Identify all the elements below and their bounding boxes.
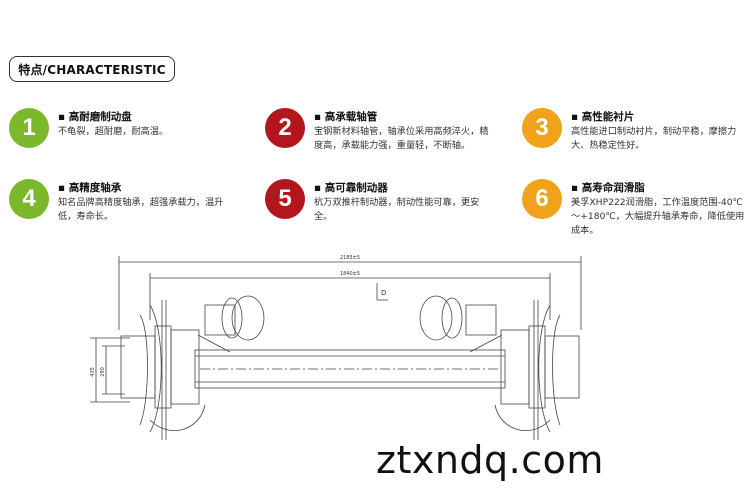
- feature-item-6: 6 ▪ 高寿命润滑脂 美孚XHP222润滑脂，工作温度范围-40℃～+180℃，…: [522, 179, 750, 239]
- feature-number-badge: 5: [265, 179, 305, 219]
- feature-number-badge: 4: [9, 179, 49, 219]
- dimension-inner-label: 1840±5: [340, 271, 360, 277]
- dimension-overall-label: 2185±5: [340, 255, 360, 261]
- feature-description: 高性能进口制动衬片，制动平稳，摩擦力大、热稳定性好。: [571, 126, 737, 151]
- feature-item-1: 1 ▪ 高耐磨制动盘 不龟裂，超耐磨，耐高温。: [9, 108, 241, 168]
- feature-title: ▪ 高寿命润滑脂: [571, 182, 645, 194]
- feature-title: ▪ 高性能衬片: [571, 111, 635, 123]
- right-brake-chamber: [419, 295, 453, 341]
- section-marker-label: D: [381, 289, 386, 297]
- feature-number-badge: 3: [522, 108, 562, 148]
- feature-description: 不龟裂，超耐磨，耐高温。: [58, 126, 169, 137]
- left-hub: [120, 335, 156, 399]
- feature-item-5: 5 ▪ 高可靠制动器 杭万双推杆制动器，制动性能可靠，更安全。: [265, 179, 497, 239]
- feature-title-text: 高性能衬片: [581, 111, 635, 123]
- characteristic-tag: 特点/CHARACTERISTIC: [9, 56, 175, 82]
- feature-description: 宝钢新材料轴管，轴承位采用高频淬火，精度高，承载能力强，重量轻，不断轴。: [314, 126, 489, 151]
- feature-item-3: 3 ▪ 高性能衬片 高性能进口制动衬片，制动平稳，摩擦力大、热稳定性好。: [522, 108, 750, 168]
- left-brake-chamber: [231, 295, 265, 341]
- feature-number-badge: 2: [265, 108, 305, 148]
- feature-title-text: 高可靠制动器: [324, 182, 388, 194]
- dimension-left-inner-label: 290: [100, 367, 106, 377]
- feature-title: ▪ 高可靠制动器: [314, 182, 388, 194]
- feature-description: 杭万双推杆制动器，制动性能可靠，更安全。: [314, 197, 480, 222]
- dimension-left-outer-label: 435: [90, 367, 96, 377]
- feature-number-badge: 1: [9, 108, 49, 148]
- feature-title: ▪ 高耐磨制动盘: [58, 111, 132, 123]
- feature-description: 知名品牌高精度轴承，超强承载力，温升低，寿命长。: [58, 197, 224, 222]
- feature-description: 美孚XHP222润滑脂，工作温度范围-40℃～+180℃，大幅提升轴承寿命，降低…: [571, 197, 745, 236]
- feature-title: ▪ 高承载轴管: [314, 111, 378, 123]
- feature-item-2: 2 ▪ 高承载轴管 宝钢新材料轴管，轴承位采用高频淬火，精度高，承载能力强，重量…: [265, 108, 497, 168]
- watermark-url: ztxndq.com: [376, 438, 604, 482]
- feature-title-text: 高承载轴管: [324, 111, 378, 123]
- feature-number-badge: 6: [522, 179, 562, 219]
- right-hub: [544, 335, 580, 399]
- feature-title-text: 高寿命润滑脂: [581, 182, 645, 194]
- feature-title-text: 高精度轴承: [68, 182, 122, 194]
- feature-title: ▪ 高精度轴承: [58, 182, 122, 194]
- axle-tube: [194, 349, 506, 389]
- feature-title-text: 高耐磨制动盘: [68, 111, 132, 123]
- feature-item-4: 4 ▪ 高精度轴承 知名品牌高精度轴承，超强承载力，温升低，寿命长。: [9, 179, 241, 239]
